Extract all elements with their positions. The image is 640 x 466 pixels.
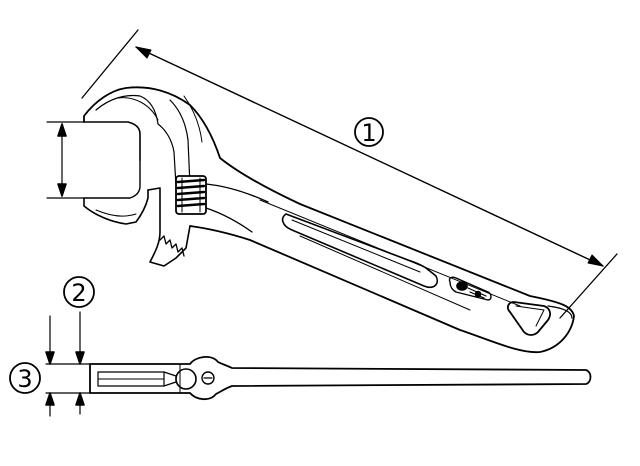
callout-1-label: 1 (361, 119, 376, 147)
wrench-edge-view (45, 311, 592, 417)
wrench-outline (83, 86, 575, 354)
callout-1: 1 (354, 117, 384, 147)
brand-logo (448, 276, 492, 301)
hang-hole (507, 301, 551, 336)
handle-channel (281, 213, 439, 289)
worm-gear (175, 175, 207, 215)
callout-3: 3 (9, 362, 41, 394)
callout-3-label: 3 (17, 365, 32, 393)
callout-2-label: 2 (71, 279, 86, 307)
jaw-opening-dimension (46, 121, 85, 199)
lower-jaw (83, 189, 149, 225)
wrench-side-view (46, 86, 575, 354)
dimension-3-marker (45, 315, 55, 417)
dimension-overall-length (81, 29, 618, 319)
callout-2: 2 (63, 276, 95, 308)
rack-teeth (159, 235, 185, 257)
dimension-2-marker (75, 311, 85, 415)
edge-view-head (89, 356, 592, 401)
pivot-circle (175, 368, 197, 390)
upper-jaw-face (83, 121, 141, 161)
upper-jaw-bevel (95, 94, 159, 125)
